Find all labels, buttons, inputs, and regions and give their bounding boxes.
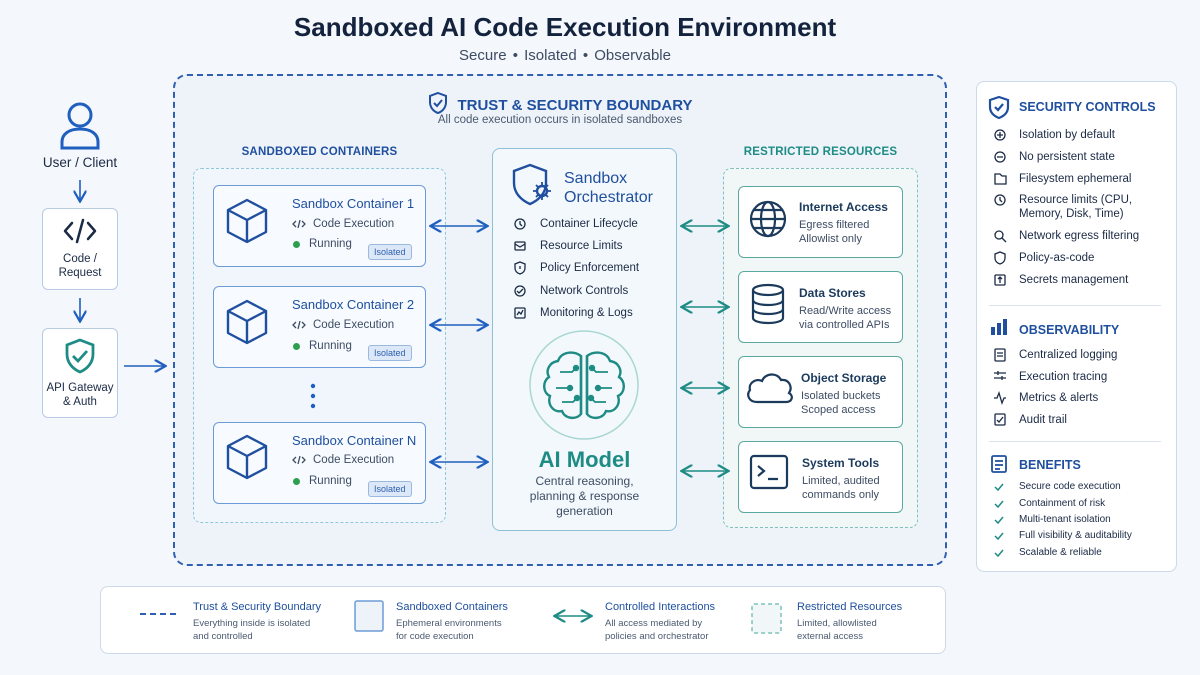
legend-detail: Limited, allowlisted external access [797,617,877,643]
sidebar-divider [989,441,1161,442]
observability-title: OBSERVABILITY [1019,323,1120,337]
resource-detail-line: commands only [802,489,880,501]
isolated-badge: Isolated [368,345,412,361]
legend-detail: All access mediated by policies and orche… [605,617,709,643]
legend-detail: Everything inside is isolated and control… [193,617,310,643]
orchestrator-item-policy: Policy Enforcement [540,262,640,274]
legend-detail-line: Everything inside is isolated [193,618,311,629]
orchestrator-item-monitoring: Monitoring & Logs [540,307,633,319]
page-title: Sandboxed AI Code Execution Environment [293,12,837,42]
api-gateway-node: API Gateway & Auth [42,328,118,418]
resources-zone-label: RESTRICTED RESOURCES [743,146,898,158]
container-code-label: Code Execution [313,454,395,466]
observability-item: Centralized logging [1019,349,1118,361]
resource-detail-line: Isolated buckets [801,390,881,402]
benefit-item: Containment of risk [1019,498,1106,509]
running-status-dot [293,241,300,248]
security-item: Isolation by default [1019,129,1115,141]
legend-detail: Ephemeral environments for code execution [396,617,502,643]
data-stores-card[interactable] [738,271,903,343]
legend-detail-line: for code execution [396,631,474,642]
observability-item: Execution tracing [1019,371,1108,383]
security-item: Secrets management [1019,274,1129,286]
client-label: User / Client [42,155,118,170]
benefit-item: Full visibility & auditability [1019,530,1132,541]
legend-detail-line: and controlled [193,631,253,642]
legend-detail-line: external access [797,631,864,642]
running-status-dot [293,343,300,350]
orchestrator-title-line2: Orchestrator [564,189,653,206]
resource-detail: Limited, audited commands only [802,474,880,502]
security-item: Network egress filtering [1019,230,1140,242]
code-request-node: Code / Request [42,208,118,290]
ai-model-description: Central reasoning, planning & response g… [529,474,640,518]
legend-title: Trust & Security Boundary [193,601,321,613]
resource-detail-line: Read/Write access [799,305,892,317]
benefit-item: Secure code execution [1019,481,1121,492]
ai-model-title: AI Model [538,447,631,472]
security-controls-title: SECURITY CONTROLS [1019,100,1156,114]
orchestrator-item-network: Network Controls [540,285,629,297]
container-code-label: Code Execution [313,319,395,331]
observability-item: Audit trail [1019,414,1067,426]
security-sidebar [976,81,1177,572]
resource-detail-line: Egress filtered [799,219,870,231]
benefit-item: Scalable & reliable [1019,547,1102,558]
resource-title: Object Storage [801,371,887,385]
container-title: Sandbox Container N [292,433,417,448]
legend-detail-line: All access mediated by [605,618,703,629]
security-item: No persistent state [1019,151,1115,163]
container-status: Running [309,340,352,352]
legend-title: Controlled Interactions [605,601,716,613]
benefits-title: BENEFITS [1019,458,1081,472]
legend-title: Sandboxed Containers [396,601,508,613]
legend-title: Restricted Resources [797,601,903,613]
containers-zone-label: SANDBOXED CONTAINERS [241,146,398,158]
code-brackets-icon [63,218,97,244]
resource-detail-line: Allowlist only [799,233,862,245]
boundary-title: TRUST & SECURITY BOUNDARY [173,91,947,115]
sidebar-divider [989,305,1161,306]
container-status: Running [309,238,352,250]
resource-detail-line: Scoped access [801,404,876,416]
legend-detail-line: Ephemeral environments [396,618,502,629]
observability-item: Metrics & alerts [1019,392,1099,404]
resource-title: Data Stores [799,286,866,300]
container-title: Sandbox Container 2 [292,297,415,312]
boundary-title-text: TRUST & SECURITY BOUNDARY [457,97,693,114]
user-icon [60,102,100,150]
resource-detail-line: via controlled APIs [799,319,890,331]
orchestrator-item-limits: Resource Limits [540,240,623,252]
security-item: Policy-as-code [1019,252,1095,264]
benefit-item: Multi-tenant isolation [1019,514,1111,525]
page-subtitle: Secure • Isolated • Observable [459,47,671,64]
resource-detail-line: Limited, audited [802,475,880,487]
running-status-dot [293,478,300,485]
container-code-label: Code Execution [313,218,395,230]
shield-check-icon [429,91,448,115]
resource-title: System Tools [802,456,880,470]
orchestrator-title-line1: Sandbox [564,170,628,187]
orchestrator-title: Sandbox Orchestrator [564,169,653,207]
shield-check-icon [65,338,95,374]
code-request-label: Code / Request [58,253,102,279]
legend-detail-line: policies and orchestrator [605,631,709,642]
security-item: Resource limits (CPU, Memory, Disk, Time… [1019,194,1133,220]
resource-detail: Read/Write access via controlled APIs [799,304,891,332]
api-gateway-label: API Gateway & Auth [46,382,114,408]
container-status: Running [309,475,352,487]
orchestrator-item-lifecycle: Container Lifecycle [540,218,638,230]
isolated-badge: Isolated [368,481,412,497]
security-item: Filesystem ephemeral [1019,173,1132,185]
boundary-subtitle: All code execution occurs in isolated sa… [437,114,683,126]
container-title: Sandbox Container 1 [292,196,415,211]
isolated-badge: Isolated [368,244,412,260]
client-node: User / Client [34,100,126,172]
legend-detail-line: Limited, allowlisted [797,618,877,629]
resource-title: Internet Access [799,200,888,214]
legend [100,586,946,654]
